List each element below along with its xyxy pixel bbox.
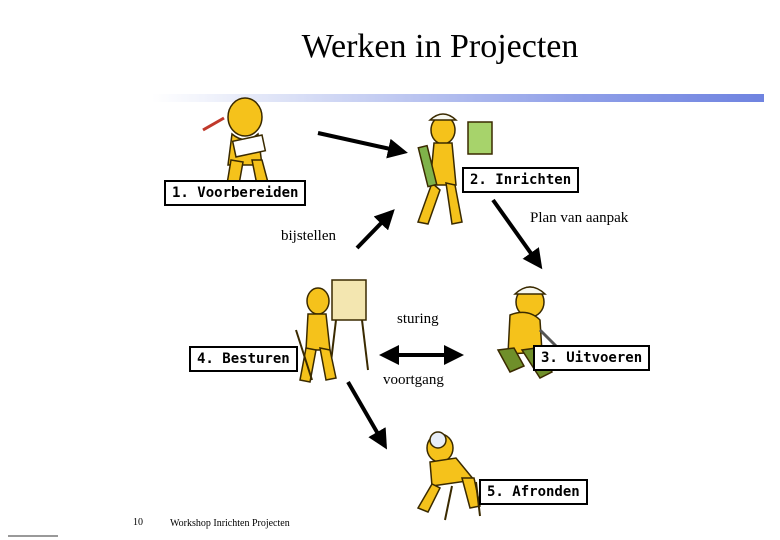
arrow-prepare-to-setup	[317, 131, 408, 159]
step-setup-box: 2. Inrichten	[462, 167, 580, 193]
page-title: Werken in Projecten	[301, 28, 579, 65]
title-underline-bar	[152, 94, 764, 102]
step-control-box: 4. Besturen	[189, 346, 298, 372]
step-prepare-box: 1. Voorbereiden	[164, 180, 307, 206]
label-plan-van-aanpak: Plan van aanpak	[530, 210, 629, 226]
step-execute-box: 3. Uitvoeren	[533, 345, 651, 371]
page-number: 10	[133, 517, 143, 528]
label-bijstellen: bijstellen	[281, 228, 336, 244]
step-close-box: 5. Afronden	[479, 479, 588, 505]
figure-builder-icon	[417, 113, 493, 225]
figure-inspector-icon	[416, 431, 481, 521]
arrow-adjust	[355, 209, 395, 250]
arrow-setup-to-execute	[491, 198, 543, 270]
figure-presenter-icon	[295, 279, 369, 383]
label-sturing: sturing	[397, 311, 439, 327]
figure-thinking-icon	[202, 97, 271, 191]
label-voortgang: voortgang	[383, 372, 444, 388]
arrow-control-to-close	[346, 380, 388, 450]
footer-mark	[8, 535, 58, 537]
footer-caption: Workshop Inrichten Projecten	[170, 518, 290, 529]
